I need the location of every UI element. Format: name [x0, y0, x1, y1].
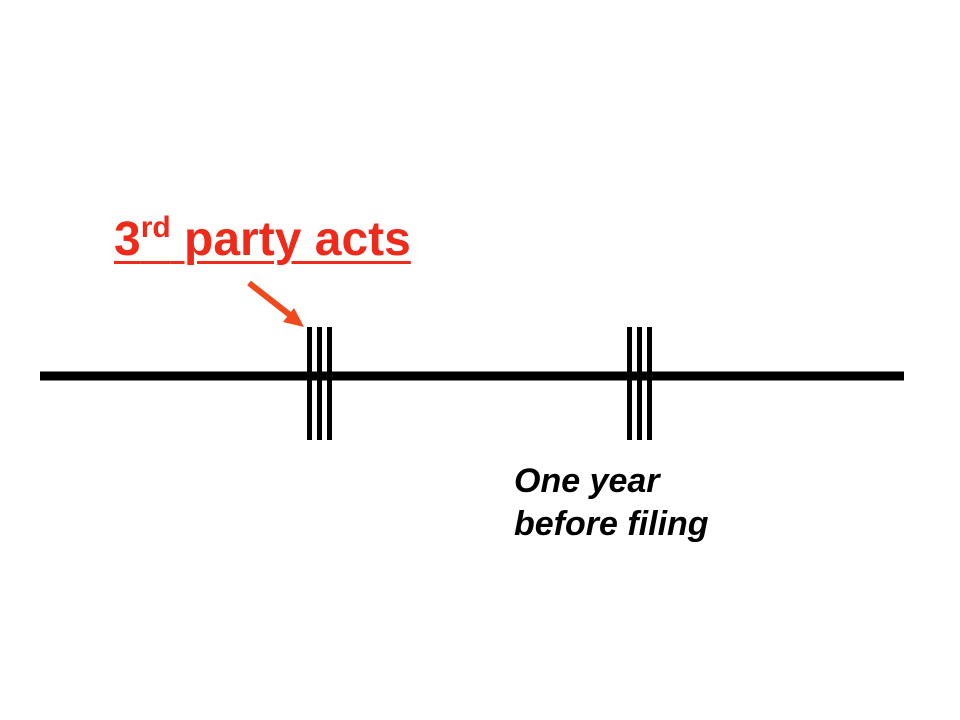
ordinal-number: 3 [114, 213, 141, 266]
arrow-head [283, 308, 304, 327]
label-line-1: One year [514, 462, 660, 500]
marker-bar [637, 327, 642, 440]
label-line-2: before filing [514, 505, 709, 543]
marker-bar [647, 327, 652, 440]
marker-bar [327, 327, 332, 440]
arrow-down-right-icon [247, 280, 304, 327]
marker-bar [627, 327, 632, 440]
triple-bar-marker-icon [627, 327, 652, 440]
ordinal-suffix: rd [140, 211, 171, 244]
third-party-acts-label: 3rd party acts [114, 212, 411, 268]
marker-bar [307, 327, 312, 440]
acts-text: party acts [170, 213, 411, 266]
triple-bar-marker-icon [307, 327, 332, 440]
arrow-shaft [247, 280, 292, 318]
one-year-before-filing-label: One year before filing [514, 460, 709, 546]
marker-bar [317, 327, 322, 440]
